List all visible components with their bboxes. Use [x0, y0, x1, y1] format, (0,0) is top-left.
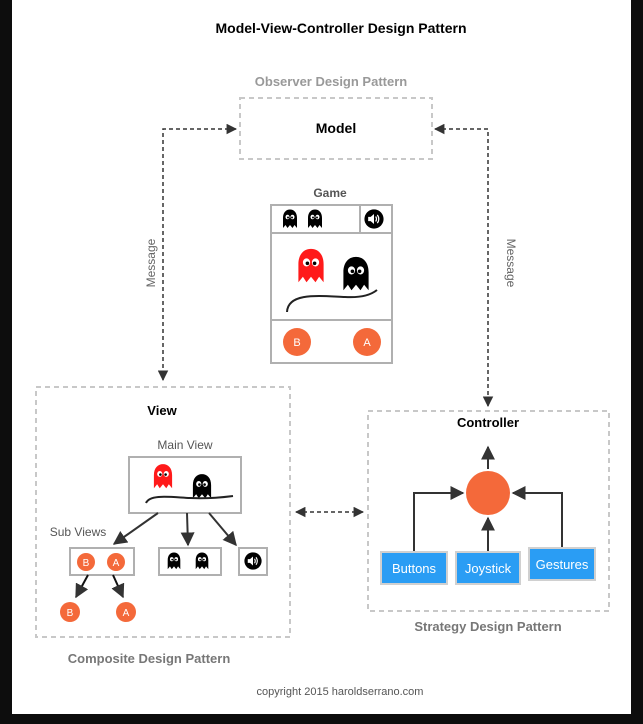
- view-box: [35, 386, 291, 638]
- game-button-b: [283, 328, 311, 356]
- strategy-arrow-gestures: [511, 486, 563, 548]
- game-button-a-label: A: [363, 337, 371, 349]
- controller-title: Controller: [457, 415, 519, 430]
- controller-hub: [466, 471, 510, 515]
- observer-pattern-label: Observer Design Pattern: [255, 74, 408, 89]
- strategy-joystick-label: Joystick: [465, 561, 512, 576]
- model-label: Model: [316, 120, 356, 136]
- leaf-button-b: [60, 602, 80, 622]
- composite-arrow: [111, 574, 125, 599]
- sub-button-b-label: B: [83, 558, 90, 569]
- message-label-left: Message: [144, 238, 158, 287]
- view-title: View: [147, 403, 177, 418]
- sub-views-label: Sub Views: [50, 525, 106, 539]
- composite-arrow: [180, 512, 195, 547]
- composite-arrow: [75, 574, 89, 599]
- strategy-buttons: [380, 551, 448, 585]
- composite-pattern-label: Composite Design Pattern: [68, 651, 231, 666]
- sub-view-speaker: [238, 547, 268, 576]
- copyright-text: copyright 2015 haroldserrano.com: [257, 686, 424, 698]
- sub-view-buttons: B A: [69, 547, 135, 576]
- diagram-canvas: Model-View-Controller Design Pattern Obs…: [12, 0, 631, 714]
- controller-box: [367, 410, 610, 612]
- leaf-button-b-label: B: [67, 608, 74, 619]
- game-button-a: [353, 328, 381, 356]
- message-label-right: Message: [504, 239, 518, 288]
- strategy-arrow-buttons: [413, 486, 465, 551]
- strategy-gestures-label: Gestures: [536, 557, 589, 572]
- diagram-title: Model-View-Controller Design Pattern: [216, 20, 467, 36]
- leaf-button-a-label: A: [123, 608, 130, 619]
- leaf-button-a: [116, 602, 136, 622]
- sub-button-a-label: A: [113, 558, 120, 569]
- speaker-icon: [244, 552, 262, 570]
- game-device: B A: [270, 204, 393, 364]
- game-label: Game: [313, 186, 347, 200]
- sub-view-ghosts: [158, 547, 222, 576]
- strategy-pattern-label: Strategy Design Pattern: [414, 619, 561, 634]
- composite-arrow: [208, 512, 237, 547]
- message-arrow-right: [433, 123, 494, 408]
- mvc-diagram: Model-View-Controller Design Pattern Obs…: [35, 20, 610, 698]
- strategy-gestures: [528, 547, 596, 581]
- main-view-label: Main View: [157, 438, 212, 452]
- strategy-joystick: [455, 551, 521, 585]
- strategy-buttons-label: Buttons: [392, 561, 437, 576]
- game-button-b-label: B: [293, 337, 300, 349]
- message-arrow-left: [157, 123, 238, 382]
- speaker-icon: [364, 209, 384, 229]
- composite-arrow: [112, 512, 159, 545]
- main-view-box: [128, 456, 242, 514]
